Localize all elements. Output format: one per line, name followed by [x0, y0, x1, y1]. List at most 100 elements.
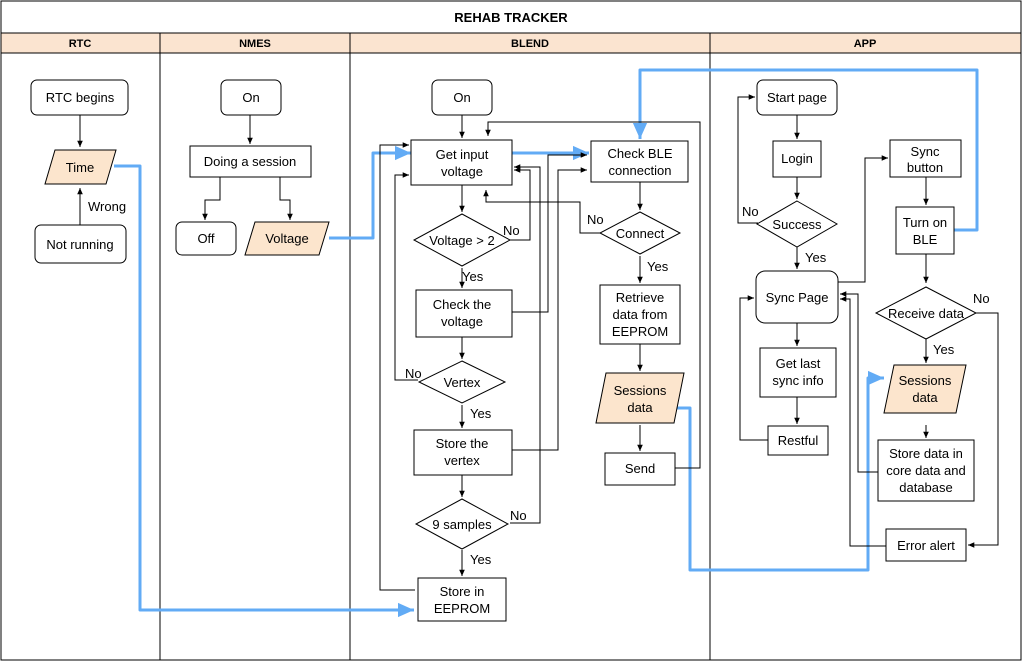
turn-on-ble-line-2: BLE: [913, 232, 938, 247]
restful-label: Restful: [778, 433, 819, 448]
edge-labels: No Yes No Yes No Yes No Yes No Yes No Ye…: [405, 204, 990, 567]
get-input-line-2: voltage: [441, 164, 483, 179]
store-core-line-1: Store data in: [889, 446, 963, 461]
nine-samples-label: 9 samples: [432, 517, 492, 532]
blend-sessions-line-2: data: [627, 400, 653, 415]
store-vertex-line-1: Store the: [436, 436, 489, 451]
login-label: Login: [781, 151, 813, 166]
get-last-sync-line-2: sync info: [772, 373, 823, 388]
turn-on-ble-node: Turn on BLE: [895, 206, 955, 255]
send-node: Send: [604, 452, 676, 486]
app-sessions-line-2: data: [912, 390, 938, 405]
sessions-transfer-flow: [675, 370, 884, 572]
edge-label-yes: Yes: [470, 552, 492, 567]
edge-label-yes: Yes: [470, 406, 492, 421]
app-sessions-line-1: Sessions: [899, 373, 952, 388]
start-page-label: Start page: [767, 90, 827, 105]
sync-button-line-2: button: [907, 160, 943, 175]
blend-on-node: On: [431, 79, 493, 116]
store-core-line-3: database: [899, 480, 953, 495]
edge-label-no: No: [503, 223, 520, 238]
voltage-to-input-flow: [329, 145, 411, 240]
diagram-title: REHAB TRACKER: [454, 10, 568, 25]
check-voltage-node: Check the voltage: [415, 289, 513, 338]
get-input-voltage-node: Get input voltage: [410, 139, 513, 186]
off-label: Off: [197, 231, 214, 246]
lane-header-band: [0, 32, 1022, 54]
nmes-on-node: On: [220, 79, 282, 116]
sync-button-node: Sync button: [889, 139, 962, 178]
edge-label-yes: Yes: [805, 250, 827, 265]
edge-label-no: No: [973, 291, 990, 306]
time-data-node: Time: [44, 149, 117, 185]
nine-samples-decision: 9 samples: [414, 498, 510, 550]
edge-label-no: No: [742, 204, 759, 219]
voltage-data-node: Voltage: [244, 221, 330, 256]
sync-page-label: Sync Page: [766, 290, 829, 305]
ble-request-flow: [632, 68, 979, 232]
not-running-label: Not running: [46, 237, 113, 252]
connector-lines: [77, 94, 999, 591]
vertex-label: Vertex: [444, 375, 481, 390]
error-alert-node: Error alert: [885, 528, 967, 562]
receive-data-decision: Receive data: [874, 286, 978, 340]
voltage-label: Voltage: [265, 231, 308, 246]
vertex-decision: Vertex: [417, 360, 507, 404]
blend-sessions-line-1: Sessions: [614, 383, 667, 398]
store-eeprom-line-1: Store in: [440, 584, 485, 599]
lane-title-nmes: NMES: [239, 38, 271, 50]
start-page-node: Start page: [756, 79, 838, 116]
error-alert-label: Error alert: [897, 538, 955, 553]
lane-title-app: APP: [854, 38, 877, 50]
edge-label-no: No: [587, 212, 604, 227]
store-eeprom-line-2: EEPROM: [434, 601, 490, 616]
blend-on-label: On: [453, 90, 470, 105]
connect-label: Connect: [616, 226, 665, 241]
edge-label-no: No: [510, 508, 527, 523]
get-input-line-1: Get input: [436, 147, 489, 162]
check-ble-node: Check BLE connection: [590, 140, 689, 183]
voltage-gt-2-decision: Voltage > 2: [412, 213, 512, 267]
retrieve-line-1: Retrieve: [616, 290, 664, 305]
app-sessions-data-node: Sessions data: [883, 364, 967, 414]
store-core-line-2: core data and: [886, 463, 966, 478]
time-label: Time: [66, 160, 94, 175]
login-node: Login: [772, 140, 822, 178]
time-to-eeprom-flow: [114, 164, 414, 618]
doing-session-node: Doing a session: [189, 145, 312, 178]
rtc-begins-label: RTC begins: [46, 90, 115, 105]
wrong-edge-label: Wrong: [88, 199, 126, 214]
edge-label-no: No: [405, 366, 422, 381]
success-label: Success: [772, 217, 822, 232]
edge-label-yes: Yes: [647, 259, 669, 274]
get-last-sync-node: Get last sync info: [759, 347, 837, 398]
retrieve-line-3: EEPROM: [612, 324, 668, 339]
check-ble-line-1: Check BLE: [607, 146, 672, 161]
nmes-on-label: On: [242, 90, 259, 105]
store-eeprom-node: Store in EEPROM: [417, 577, 507, 622]
check-voltage-line-2: voltage: [441, 314, 483, 329]
store-vertex-line-2: vertex: [444, 453, 480, 468]
send-label: Send: [625, 461, 655, 476]
store-vertex-node: Store the vertex: [413, 429, 513, 476]
blend-sessions-data-node: Sessions data: [595, 372, 685, 424]
success-decision: Success: [755, 200, 839, 248]
store-core-data-node: Store data in core data and database: [877, 439, 975, 502]
doing-session-label: Doing a session: [204, 154, 297, 169]
lane-title-blend: BLEND: [511, 38, 549, 50]
lane-title-rtc: RTC: [69, 38, 92, 50]
check-voltage-line-1: Check the: [433, 297, 492, 312]
edge-label-yes: Yes: [933, 342, 955, 357]
retrieve-eeprom-node: Retrieve data from EEPROM: [599, 284, 681, 345]
receive-data-label: Receive data: [888, 306, 965, 321]
turn-on-ble-line-1: Turn on: [903, 215, 947, 230]
not-running-node: Not running: [34, 224, 127, 264]
data-flow-lines: [114, 68, 979, 618]
connect-decision: Connect: [598, 211, 682, 255]
sync-page-node: Sync Page: [755, 270, 839, 324]
edge-label-yes: Yes: [462, 269, 484, 284]
check-ble-line-2: connection: [609, 163, 672, 178]
retrieve-line-2: data from: [613, 307, 668, 322]
restful-node: Restful: [767, 425, 829, 456]
